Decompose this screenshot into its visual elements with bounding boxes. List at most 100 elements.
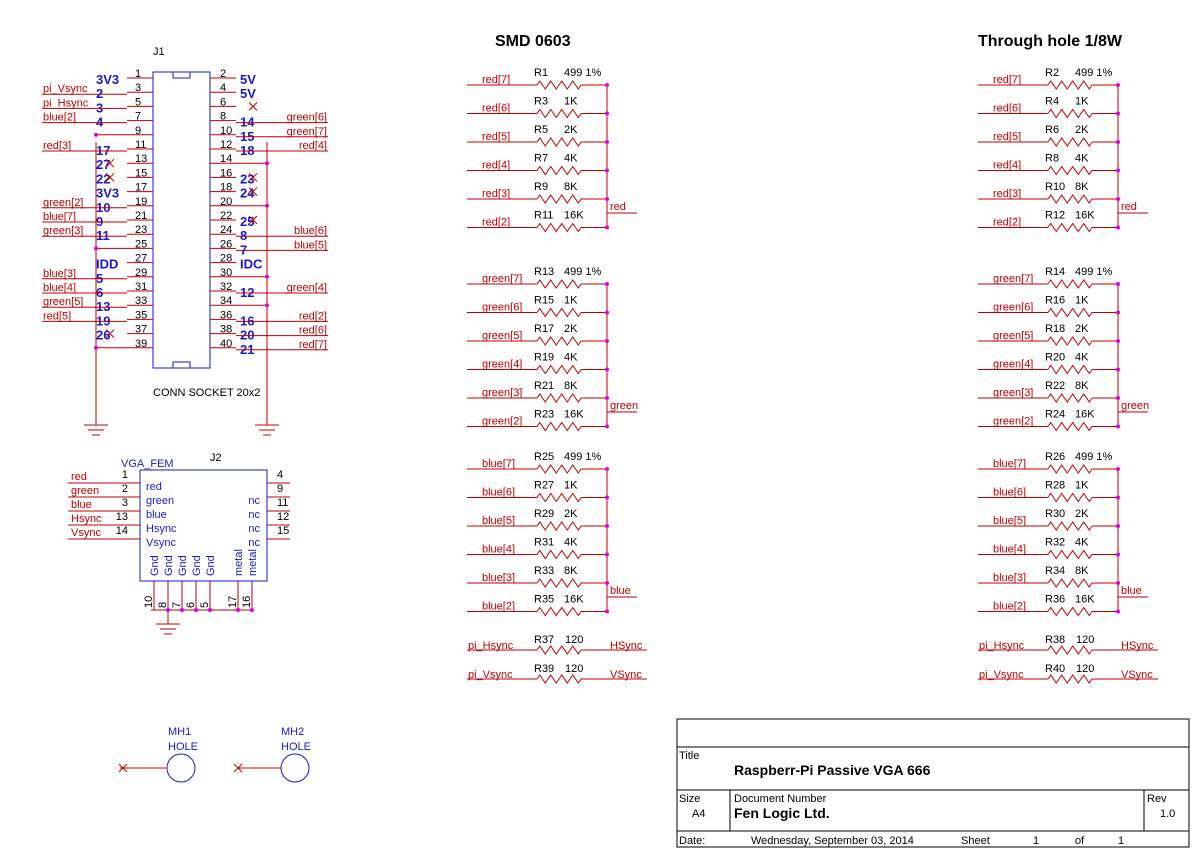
net-label: Hsync	[71, 513, 102, 525]
output-net-label: VSync	[1121, 669, 1153, 681]
resistor-value: 1K	[564, 295, 578, 307]
resistor-value: 120	[1076, 663, 1094, 675]
junction-dot	[1116, 581, 1120, 585]
pin-number: 15	[135, 167, 147, 179]
title-block: Title Raspberr-Pi Passive VGA 666 Size A…	[676, 718, 1190, 848]
resistor-icon	[536, 279, 582, 289]
net-label: green[7]	[993, 273, 1033, 285]
j1-footer: CONN SOCKET 20x2	[153, 387, 260, 399]
pin-number: 4	[220, 82, 226, 94]
resistor-ref: R11	[534, 210, 553, 222]
gpio-label: 5V	[240, 86, 256, 101]
pin-function: Hsync	[146, 523, 177, 535]
pin-number: 13	[116, 511, 128, 523]
resistor-icon	[1047, 222, 1093, 233]
net-label: blue[5]	[993, 515, 1026, 527]
junction-dot	[1116, 339, 1120, 343]
pin-number: 29	[135, 267, 147, 279]
net-label: green[4]	[287, 282, 327, 294]
net-label: green[3]	[43, 225, 83, 237]
resistor-value: 16K	[564, 210, 584, 222]
junction-dot	[605, 467, 609, 471]
resistor-icon	[536, 606, 582, 617]
gpio-label: 26	[96, 328, 110, 343]
net-label: blue[2]	[482, 601, 515, 613]
resistor-value: 4K	[1075, 153, 1089, 165]
junction-dot	[605, 140, 609, 144]
net-label: pi_Vsync	[468, 669, 513, 681]
resistor-icon	[536, 492, 582, 503]
pin-number: 14	[220, 153, 232, 165]
junction-dot	[605, 581, 609, 585]
net-label: blue[5]	[482, 515, 515, 527]
pin-number: 27	[135, 253, 147, 265]
resistor-value: 16K	[1075, 594, 1095, 606]
resistor-ref: R2	[1045, 67, 1059, 79]
pin-number: 8	[220, 111, 226, 123]
mh2-value: HOLE	[281, 741, 311, 753]
junction-dot	[94, 345, 98, 350]
ground-symbol	[84, 424, 108, 436]
resistor-icon	[1047, 279, 1093, 289]
pin-function: Gnd	[177, 555, 189, 576]
junction-dot	[605, 339, 609, 343]
resistor-icon	[536, 521, 582, 531]
smd-heading: SMD 0603	[495, 33, 571, 50]
pin-function: nc	[248, 509, 260, 521]
pin-number: 33	[135, 295, 147, 307]
hole-icon	[166, 753, 196, 783]
net-label: blue[3]	[993, 572, 1026, 584]
j1-pin-9: 9	[94, 125, 153, 137]
junction-dot	[605, 495, 609, 500]
resistor-ref: R9	[534, 181, 548, 193]
pin-number: 5	[135, 96, 141, 108]
pin-number: 13	[135, 153, 147, 165]
resistor-value: 4K	[564, 352, 578, 364]
pin-number: 26	[220, 238, 232, 250]
output-net-label: red	[1121, 201, 1137, 213]
gpio-label: IDC	[240, 257, 263, 272]
pin-number: 3	[135, 82, 141, 94]
junction-dot	[605, 424, 609, 429]
resistor-ref: R19	[534, 352, 554, 364]
resistor-value: 499 1%	[1075, 266, 1113, 278]
resistor-ref: R20	[1045, 352, 1065, 364]
junction-dot	[605, 197, 609, 201]
resistor-ref: R37	[534, 634, 554, 646]
pin-number: 6	[185, 602, 197, 608]
j1-ref: J1	[153, 46, 165, 58]
resistor-value: 2K	[1075, 508, 1089, 520]
pin-number: 16	[241, 596, 253, 608]
of-label: of	[1075, 835, 1085, 847]
net-label: red[6]	[299, 325, 327, 337]
junction-dot	[1116, 396, 1120, 400]
pin-function: red	[146, 481, 162, 493]
junction-dot	[1116, 168, 1120, 173]
pin-function: green	[146, 495, 174, 507]
pin-number: 18	[220, 182, 232, 194]
date-label: Date:	[679, 835, 705, 847]
net-label: blue[5]	[294, 239, 327, 251]
resistor-value: 16K	[564, 594, 584, 606]
pin-number: 32	[220, 281, 232, 293]
gpio-label: 3V3	[96, 72, 119, 87]
net-label: red[5]	[482, 131, 510, 143]
junction-dot	[236, 608, 240, 612]
pin-number: 10	[220, 125, 232, 137]
resistor-ref: R38	[1045, 634, 1065, 646]
